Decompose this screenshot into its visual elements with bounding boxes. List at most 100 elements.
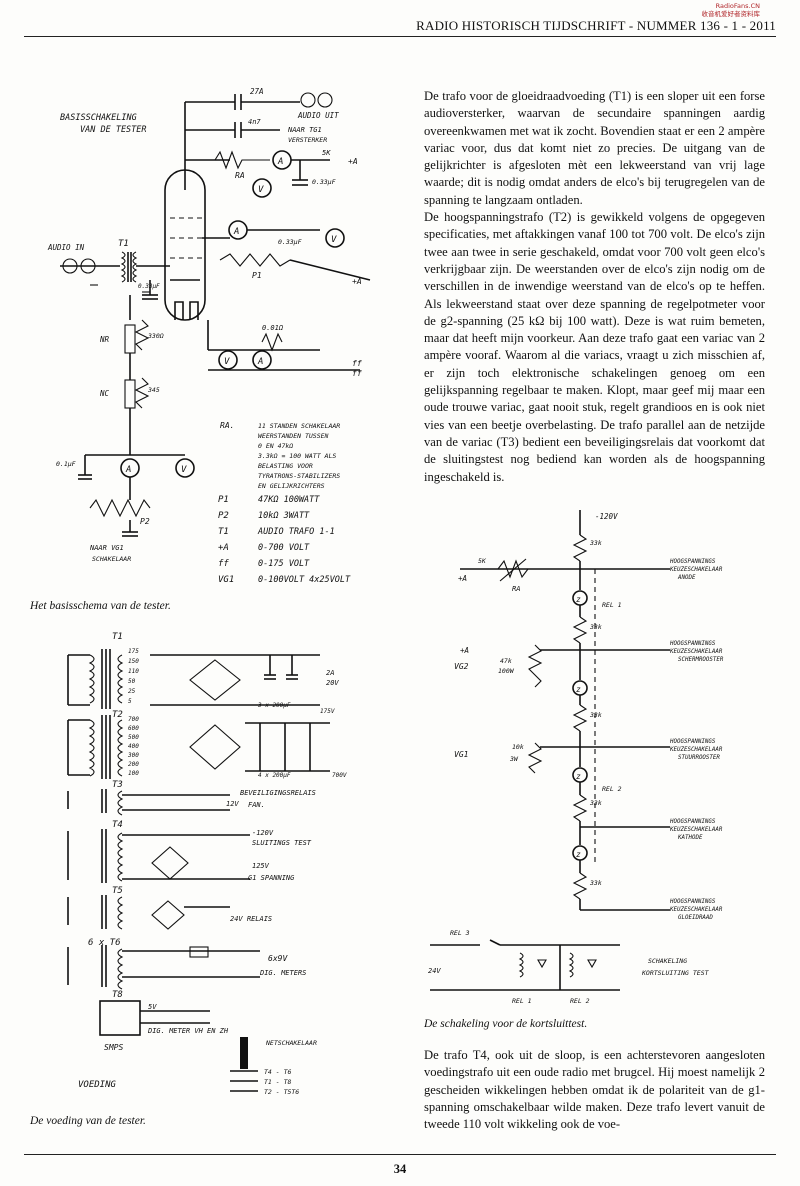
rel1-label: REL 1 [602, 601, 622, 609]
k-v120-label: -120V [595, 512, 618, 521]
p2-label: P2 [140, 517, 150, 526]
tap2-700: 700 [128, 716, 139, 723]
tap2-100: 100 [128, 770, 139, 777]
svg-text:A: A [125, 465, 131, 475]
c1-line2: KEUZESCHAKELAAR [669, 567, 723, 573]
paragraph-2: De hoogspanningstrafo (T2) is gewikkeld … [424, 210, 765, 484]
legend-val-2: 10kΩ 3WATT [258, 511, 310, 521]
tap1-110: 110 [128, 668, 139, 675]
watermark: RadioFans.CN 收音机爱好者资料库 [702, 2, 761, 18]
c5-line3: GLOEIDRAAD [678, 915, 713, 921]
caption-voeding: De voeding van de tester. [30, 1115, 146, 1127]
tap1-50: 50 [128, 678, 136, 685]
t1-label: T1 [118, 239, 129, 249]
v24-label: 24V [428, 967, 441, 975]
out2b-label: 3 x 200μF [257, 702, 291, 709]
ra-desc-3: 0 EN 47kΩ [258, 442, 293, 450]
sw1-label: T4 - T6 [264, 1068, 291, 1076]
p1-label: P1 [252, 271, 262, 280]
k-plusA-label: +A [458, 574, 467, 583]
r47k-label: 47k [500, 657, 512, 665]
audio-uit-label: AUDIO UIT [297, 111, 339, 120]
meters-label: DIG. METERS [259, 969, 306, 977]
svg-text:ff: ff [352, 359, 362, 368]
voeding-label: VOEDING [78, 1080, 117, 1090]
legend-key-5: ff [218, 559, 229, 569]
nr-label: NR [99, 335, 110, 344]
legend-key-3: T1 [218, 527, 229, 537]
legend-val-4: 0-700 VOLT [258, 543, 310, 553]
legend-key-2: P2 [218, 511, 229, 521]
netschakelaar-label: NETSCHAKELAAR [265, 1039, 317, 1047]
c5-line1: HOOGSPANNINGS [669, 899, 716, 905]
legend-val-1: 47KΩ 100WATT [258, 495, 320, 505]
ra-desc-6: TYRATRONS-STABILIZERS [258, 472, 340, 480]
vt5-label: T5 [112, 886, 123, 896]
tap2-400: 400 [128, 743, 139, 750]
svg-text:z: z [576, 595, 581, 604]
svg-text:RA.: RA. [220, 421, 234, 430]
svg-text:+A: +A [352, 277, 362, 286]
svg-text:z: z [576, 850, 581, 859]
v120-label: -120V [252, 829, 274, 837]
legend-key-6: VG1 [218, 575, 234, 585]
v12-label: 12V [226, 800, 239, 808]
schema-title2: VAN DE TESTER [80, 125, 147, 135]
tap2-200: 200 [128, 761, 139, 768]
vt2-label: T2 [112, 710, 123, 720]
g1-label: G1 SPANNING [248, 874, 295, 882]
schak2-label: KORTSLUITING TEST [641, 969, 710, 977]
ra-desc-4: 3.3kΩ = 100 WATT ALS [257, 452, 336, 460]
k-r5k-label: 5K [478, 557, 487, 565]
dig-label: DIG. METER VH EN ZH [147, 1027, 229, 1035]
c4n7-label: 4n7 [248, 118, 261, 126]
footer-rule [24, 1154, 776, 1155]
basis-schematic: BASISSCHAKELING VAN DE TESTER 27A AUDIO … [47, 87, 371, 585]
svg-text:V: V [224, 357, 230, 367]
svg-text:z: z [576, 685, 581, 694]
voeding-schematic: T1 175 150 110 50 25 5 2A 20V T2 700 600… [67, 632, 347, 1096]
c3-line3: STUURROOSTER [678, 755, 720, 761]
component-legend: P1 47KΩ 100WATT P2 10kΩ 3WATT T1 AUDIO T… [218, 495, 351, 585]
audio-in-label: AUDIO IN [47, 243, 85, 252]
out2d-label: 700V [332, 772, 347, 779]
legend-key-4: +A [218, 543, 229, 553]
r33e-label: 33k [589, 879, 602, 887]
rel2-label: REL 2 [602, 785, 622, 793]
legend-val-3: AUDIO TRAFO 1-1 [257, 527, 335, 537]
watermark-line2: 收音机爱好者资料库 [701, 10, 761, 18]
k-plusA2-label: +A [460, 646, 469, 655]
out1-label: 2A [326, 669, 334, 677]
tap1-5: 5 [128, 698, 132, 705]
legend-val-6: 0-100VOLT 4x25VOLT [258, 575, 351, 585]
r001-label: 0.01Ω [262, 324, 284, 332]
v125-label: 125V [252, 862, 270, 870]
article-column-top: De trafo voor de gloeidraadvoeding (T1) … [424, 88, 765, 486]
r345-label: 345 [147, 386, 160, 394]
r5k-label: 5K [322, 149, 331, 157]
c01-label: 0.1μF [56, 460, 76, 468]
vg1-label: VG1 [454, 750, 468, 759]
schak1-label: SCHAKELING [648, 957, 687, 965]
svg-text:V: V [181, 465, 187, 475]
v5-label: 5V [148, 1003, 157, 1011]
r330-label: 330Ω [147, 332, 164, 340]
paragraph-1: De trafo voor de gloeidraadvoeding (T1) … [424, 89, 765, 207]
article-column-bottom: De trafo T4, ook uit de sloop, is een ac… [424, 1047, 765, 1133]
c2-line3: SCHERMROOSTER [678, 657, 724, 663]
versterker-label: VERSTERKER [288, 136, 327, 144]
r33b-label: 33k [589, 623, 602, 631]
k-ra-label: RA [512, 585, 520, 593]
out1b-label: 20V [326, 679, 339, 687]
ra-desc-2: WEERSTANDEN TUSSEN [258, 432, 329, 440]
c1-line1: HOOGSPANNINGS [669, 559, 716, 565]
w100-label: 100W [498, 667, 515, 675]
svg-text:z: z [576, 772, 581, 781]
vg2-label: VG2 [454, 662, 469, 671]
c4-line3: KATHODE [677, 835, 703, 841]
c033b-label: 0.33μF [278, 238, 302, 246]
ra-desc-1: 11 STANDEN SCHAKELAAR [258, 422, 340, 430]
nc-label: NC [99, 389, 110, 398]
svg-text:V: V [331, 235, 337, 245]
ra-label: RA [235, 171, 245, 180]
